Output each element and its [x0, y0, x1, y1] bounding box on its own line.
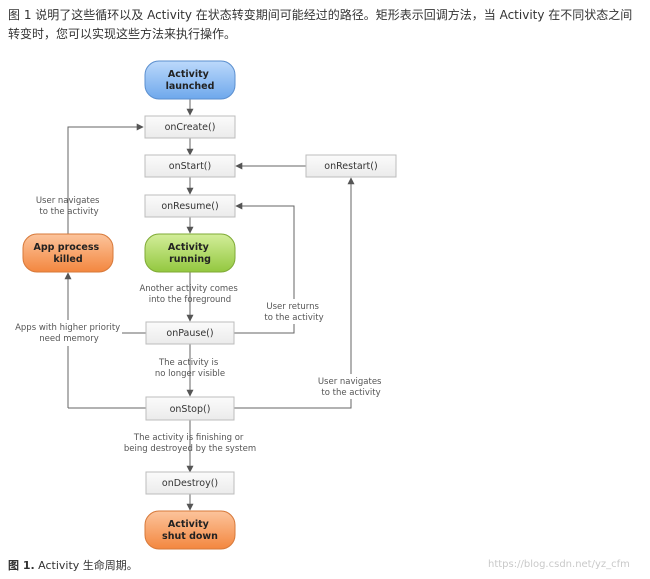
- callback-oncreate: onCreate(): [144, 115, 236, 139]
- callback-onpause: onPause(): [145, 321, 235, 345]
- note-higher-priority: Apps with higher priority need memory: [15, 323, 123, 344]
- svg-text:Activity launched: Activity launched: [166, 69, 215, 92]
- svg-text:onDestroy(): onDestroy(): [162, 478, 218, 489]
- callback-onstart: onStart(): [144, 154, 236, 178]
- svg-text:onResume(): onResume(): [161, 201, 218, 212]
- watermark: https://blog.csdn.net/yz_cfm: [488, 559, 630, 570]
- svg-text:onRestart(): onRestart(): [324, 161, 377, 172]
- svg-text:onCreate(): onCreate(): [165, 122, 216, 133]
- state-activity-running: Activity running: [144, 233, 236, 273]
- callback-onstop: onStop(): [145, 396, 235, 421]
- svg-text:Activity running: Activity running: [168, 242, 212, 265]
- activity-lifecycle-diagram: User navigates to the activity Another a…: [15, 60, 397, 550]
- callback-onresume: onResume(): [144, 194, 236, 218]
- arrow-onpause-to-onresume: [234, 202, 295, 334]
- state-activity-launched: Activity launched: [144, 60, 236, 100]
- note-user-navigates-right-group: User navigates to the activity: [314, 374, 388, 399]
- note-user-returns-group: User returns to the activity: [262, 299, 326, 324]
- note-user-navigates-right: User navigates to the activity: [318, 377, 384, 398]
- figure-caption-label: 图 1.: [8, 559, 35, 572]
- transition-notes: User navigates to the activity Another a…: [15, 196, 388, 454]
- svg-text:onStart(): onStart(): [169, 161, 211, 172]
- arrow-onstop-to-onrestart: [234, 177, 355, 409]
- note-no-longer-visible: The activity is no longer visible: [155, 358, 225, 379]
- svg-text:Activity shut down: Activity shut down: [162, 519, 218, 542]
- state-activity-shut-down: Activity shut down: [144, 510, 236, 550]
- arrow-killed-to-oncreate: [67, 123, 144, 234]
- note-user-navigates-to-left: User navigates to the activity: [36, 196, 102, 217]
- svg-text:onPause(): onPause(): [166, 328, 213, 339]
- svg-text:App process killed: App process killed: [34, 242, 103, 265]
- figure-caption: 图 1. Activity 生命周期。: [8, 557, 138, 573]
- note-higher-priority-group: Apps with higher priority need memory: [15, 320, 123, 346]
- state-app-process-killed: App process killed: [22, 233, 114, 273]
- note-user-returns: User returns to the activity: [264, 302, 323, 323]
- note-finishing: The activity is finishing or being destr…: [124, 433, 256, 454]
- callback-onrestart: onRestart(): [305, 154, 397, 178]
- intro-paragraph: 图 1 说明了这些循环以及 Activity 在状态转变期间可能经过的路径。矩形…: [8, 8, 633, 41]
- note-another-activity: Another activity comes into the foregrou…: [139, 284, 240, 305]
- svg-text:onStop(): onStop(): [170, 404, 211, 415]
- figure-caption-text: Activity 生命周期。: [34, 559, 138, 572]
- callback-ondestroy: onDestroy(): [145, 471, 235, 495]
